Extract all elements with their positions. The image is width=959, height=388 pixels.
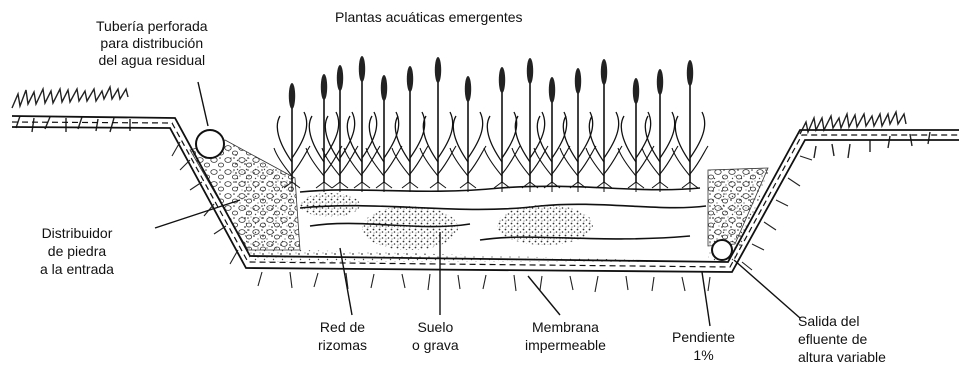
reed-plant [344,56,380,192]
label-rhizome-network: Red de rizomas [318,318,367,354]
impermeable-membrane [12,116,959,272]
reed-plant [306,74,342,192]
label-membrane: Membrana impermeable [525,318,606,354]
reed-plant [642,69,678,192]
reed-plant [366,75,402,192]
dense-gravel-patches [300,193,593,250]
label-stone-distributor: Distribuidor de piedra a la entrada [40,224,114,278]
label-soil-gravel: Suelo o grava [412,318,459,354]
reed-plant [672,60,708,192]
reed-plant [322,65,358,192]
label-perforated-pipe: Tubería perforada para distribución del … [96,18,208,69]
label-slope: Pendiente 1% [672,328,735,364]
reed-plant [450,76,486,192]
reed-plant [392,66,428,192]
diagram-title: Plantas acuáticas emergentes [335,9,523,25]
reed-plant [618,78,654,192]
emergent-plants [274,56,708,192]
reed-plant [586,59,622,192]
reed-plant [484,67,520,192]
outlet-pipe [712,240,732,260]
ground-grass-left [12,87,130,132]
reed-plant [512,58,548,192]
label-effluent-outlet: Salida del efluente de altura variable [798,312,886,366]
perforated-inlet-pipe [196,130,224,158]
reed-plant [420,57,456,192]
